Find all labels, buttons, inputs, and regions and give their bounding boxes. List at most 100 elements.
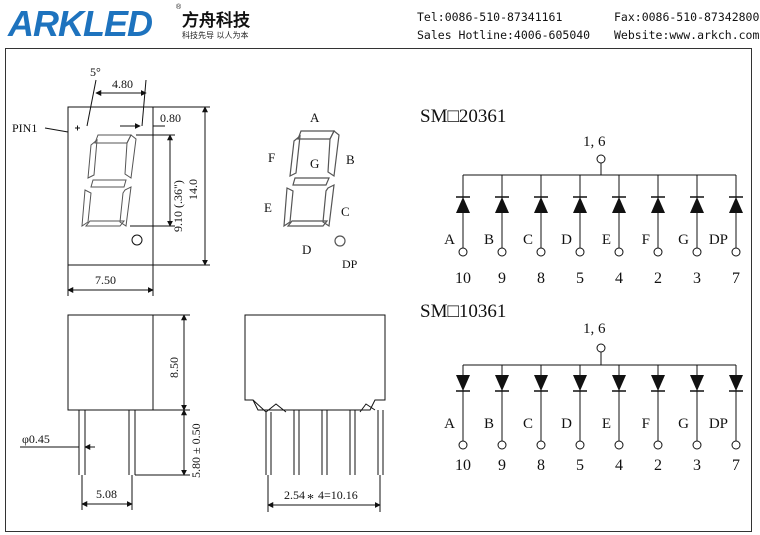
pin-terminal [692, 247, 702, 257]
diode-symbol [456, 197, 470, 213]
brand-slogan: 科技先导 以人为本 [182, 31, 249, 40]
pin-number-label: 2 [654, 270, 662, 287]
angle-label: 5° [90, 65, 101, 79]
segment-label-e: E [264, 200, 272, 215]
row-spacing-label: 5.08 [96, 487, 117, 501]
fax-text: Fax:0086-510-87342800 [614, 10, 760, 24]
diode-symbol [612, 197, 626, 213]
segment-name-label: D [561, 416, 572, 432]
side-view-right [244, 314, 386, 512]
pin-pitch-mult: * [307, 492, 314, 507]
diode-symbol [690, 375, 704, 391]
front-view-dp [131, 234, 143, 246]
width-label: 7.50 [95, 273, 116, 287]
segment-name-label: D [561, 232, 572, 248]
segment-label-g: G [310, 156, 319, 171]
pin-number-label: 9 [498, 457, 506, 474]
pin-terminal [536, 247, 546, 257]
segment-name-label: B [484, 416, 494, 432]
common-pin-label: 1, 6 [583, 134, 606, 150]
segment-diagram [283, 130, 346, 247]
pin-number-label: 10 [455, 270, 471, 287]
pin-terminal [653, 247, 663, 257]
pin-terminal [614, 440, 624, 450]
diode-symbol [612, 375, 626, 391]
brand-name-cn: 方舟科技 [182, 11, 250, 31]
segment-width-label: 0.80 [160, 111, 181, 125]
segment-name-label: A [444, 232, 455, 248]
pin-terminal [536, 440, 546, 450]
pin-number-label: 8 [537, 457, 545, 474]
segment-name-label: C [523, 416, 533, 432]
diode-symbol [651, 375, 665, 391]
brand-logo: ARKLED ® [6, 2, 186, 46]
segment-name-label: F [642, 416, 650, 432]
diode-symbol [495, 197, 509, 213]
pin-number-label: 2 [654, 457, 662, 474]
pin-terminal [575, 440, 585, 450]
pin1-label: PIN1 [12, 121, 37, 135]
pin-number-label: 7 [732, 457, 740, 474]
segment-name-label: A [444, 416, 455, 432]
diode-symbol [690, 197, 704, 213]
front-view-digit [81, 134, 137, 227]
segment-label-b: B [346, 152, 355, 167]
segment-name-label: G [678, 416, 689, 432]
segment-name-label: DP [709, 416, 728, 432]
website-text: Website:www.arkch.com [614, 28, 760, 42]
common-terminal [596, 154, 606, 164]
front-view [44, 79, 210, 296]
pin-number-label: 9 [498, 270, 506, 287]
pin-terminal [731, 247, 741, 257]
pin-terminal [458, 247, 468, 257]
body-height-label: 8.50 [167, 357, 181, 378]
pin-diameter-label: φ0.45 [22, 432, 50, 446]
pin-number-label: 4 [615, 457, 623, 474]
pin-terminal [731, 440, 741, 450]
segment-name-label: E [602, 232, 611, 248]
pin-number-label: 8 [537, 270, 545, 287]
segment-name-label: E [602, 416, 611, 432]
side-view-right-body [244, 314, 386, 411]
pin-pitch-label: 2.54 [284, 488, 305, 502]
pin-number-label: 10 [455, 457, 471, 474]
diode-symbol [456, 375, 470, 391]
diode-symbol [534, 375, 548, 391]
registered-mark: ® [176, 4, 182, 11]
front-view-body [67, 106, 154, 266]
diode-symbol [534, 197, 548, 213]
side-view-body [67, 314, 154, 411]
pin-terminal [497, 440, 507, 450]
segment-name-label: DP [709, 232, 728, 248]
common-pin-label: 1, 6 [583, 321, 606, 337]
segment-label-d: D [302, 242, 311, 257]
pin-length-label: 5.80 ± 0.50 [189, 423, 203, 478]
segment-label-a: A [310, 110, 320, 125]
pin-pitch-total-label: 4=10.16 [318, 488, 358, 502]
diode-symbol [573, 197, 587, 213]
top-width-label: 4.80 [112, 77, 133, 91]
pin-terminal [497, 247, 507, 257]
common-terminal [596, 343, 606, 353]
pin-number-label: 3 [693, 270, 701, 287]
pin-terminal [614, 247, 624, 257]
segment-label-dp: DP [342, 257, 358, 271]
tel-text: Tel:0086-510-87341161 [417, 10, 563, 24]
diode-symbol [729, 197, 743, 213]
brand-name: ARKLED [8, 3, 153, 44]
height-label: 14.0 [186, 179, 200, 200]
pin-number-label: 4 [615, 270, 623, 287]
diode-symbol [495, 375, 509, 391]
drawing-frame [5, 48, 752, 532]
diode-symbol [573, 375, 587, 391]
segment-name-label: B [484, 232, 494, 248]
segment-name-label: G [678, 232, 689, 248]
segment-label-f: F [268, 150, 275, 165]
pin-terminal [575, 247, 585, 257]
hotline-text: Sales Hotline:4006-605040 [417, 28, 591, 42]
pin-number-label: 3 [693, 457, 701, 474]
pin-terminal [458, 440, 468, 450]
